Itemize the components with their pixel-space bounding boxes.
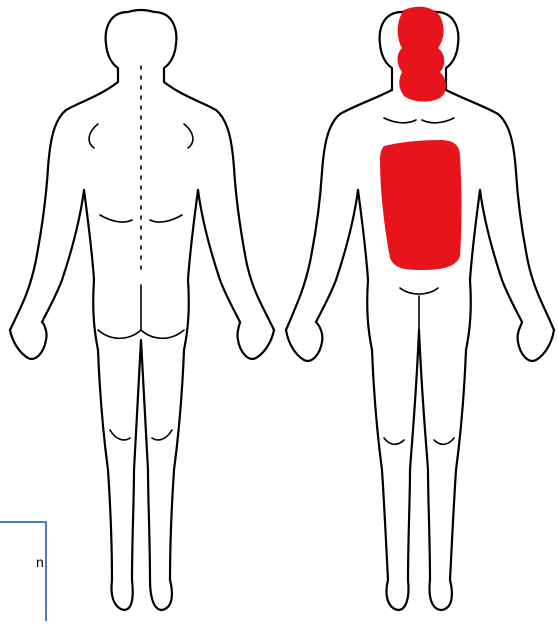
pain-region-head-neck bbox=[398, 7, 447, 102]
front-legs bbox=[372, 330, 466, 580]
front-right-hand bbox=[518, 322, 554, 361]
front-groin bbox=[400, 288, 438, 330]
front-view-figure bbox=[286, 7, 554, 610]
back-view-figure bbox=[10, 10, 274, 610]
front-knees bbox=[384, 438, 454, 444]
caption-text: n bbox=[36, 555, 44, 569]
pain-region-chest bbox=[380, 140, 462, 270]
back-legs bbox=[98, 340, 184, 580]
back-calves bbox=[110, 430, 172, 440]
back-right-hand bbox=[237, 322, 274, 359]
caption-box bbox=[0, 521, 47, 621]
back-feet bbox=[112, 580, 172, 610]
back-torso bbox=[10, 82, 274, 330]
back-head bbox=[106, 10, 177, 82]
front-left-hand bbox=[286, 322, 322, 361]
back-buttocks bbox=[98, 285, 184, 338]
front-collarbones bbox=[384, 118, 454, 123]
front-feet bbox=[386, 580, 451, 610]
back-left-hand bbox=[10, 322, 47, 359]
